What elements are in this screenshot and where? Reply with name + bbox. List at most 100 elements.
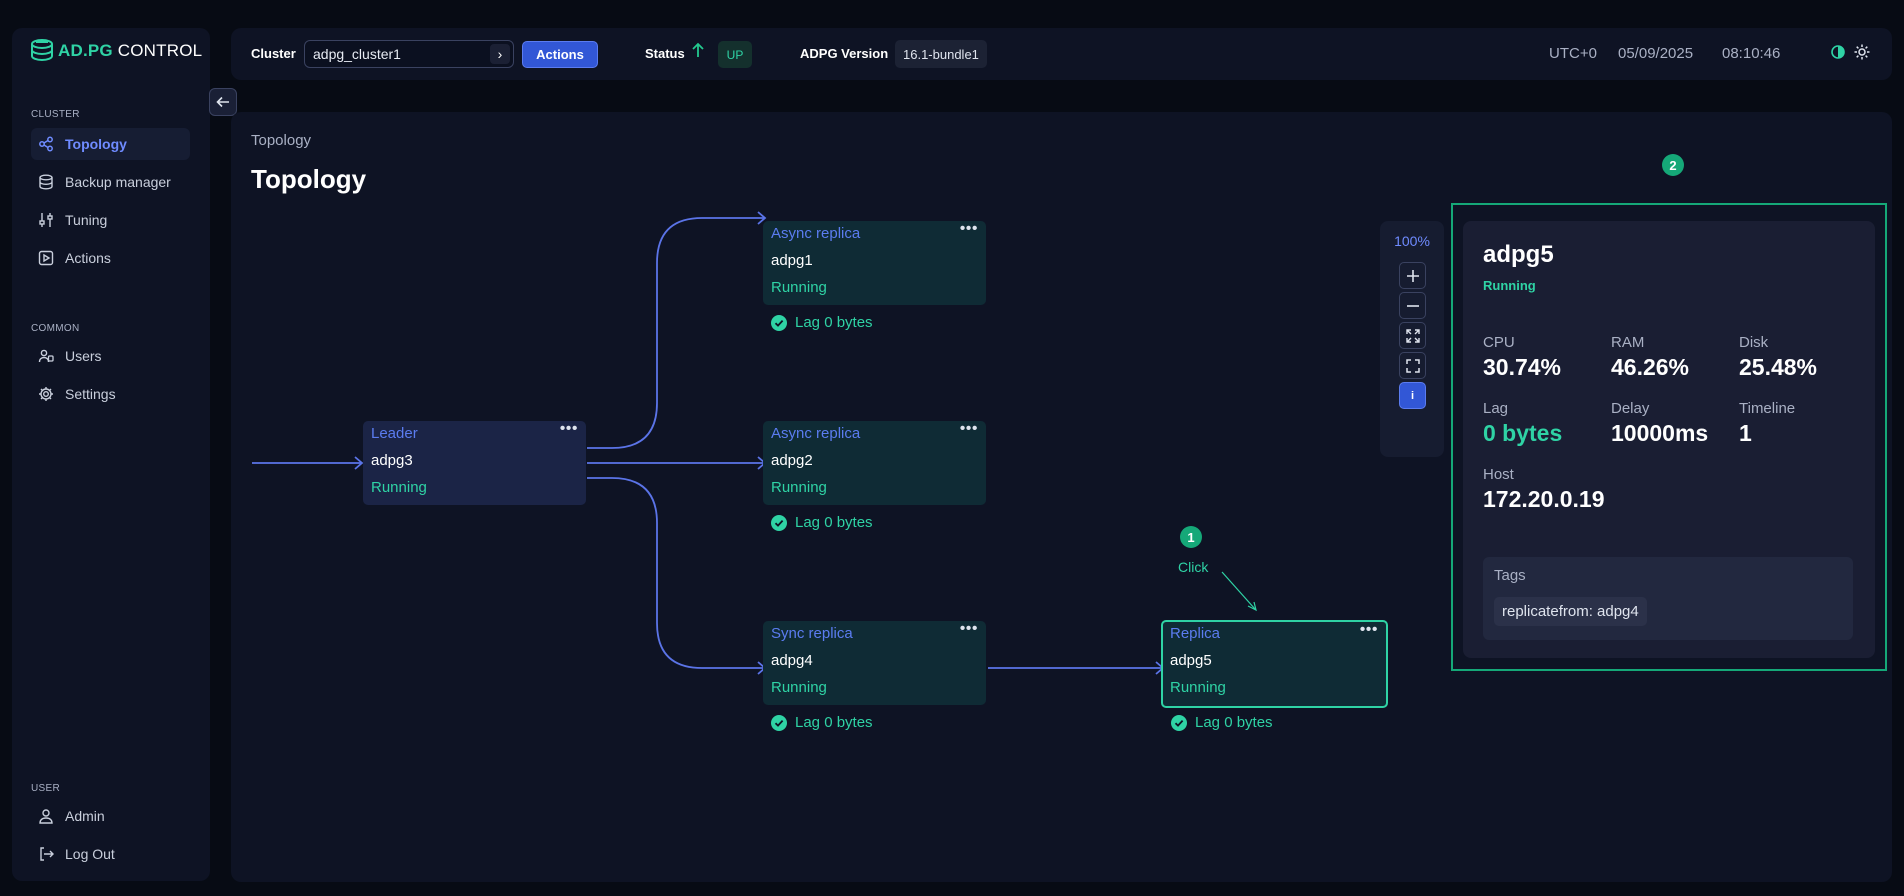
sidebar-item-label: Tuning: [65, 212, 108, 228]
gear-icon: [39, 387, 53, 401]
node-state: Running: [771, 279, 827, 296]
more-menu-icon[interactable]: •••: [959, 220, 978, 237]
fullscreen-button[interactable]: [1399, 352, 1426, 379]
sidebar-item-admin[interactable]: Admin: [31, 800, 190, 832]
sidebar-item-users[interactable]: Users: [31, 340, 190, 372]
version-label: ADPG Version: [800, 46, 889, 61]
expand-arrows-icon: [1405, 328, 1420, 343]
edge-leader-adpg4: [587, 477, 764, 669]
cluster-label: Cluster: [251, 46, 296, 61]
theme-switch[interactable]: [1830, 44, 1870, 60]
metric-value: 25.48%: [1739, 354, 1818, 380]
check-circle-icon: [1171, 714, 1187, 731]
sidebar-item-logout[interactable]: Log Out: [31, 838, 190, 870]
metric-label: Lag: [1483, 400, 1509, 417]
sidebar-item-settings[interactable]: Settings: [31, 378, 190, 410]
sidebar-item-topology[interactable]: Topology: [31, 128, 190, 160]
arrowhead-adpg1: [757, 211, 767, 225]
app-logo[interactable]: AD.PG CONTROL: [30, 38, 202, 64]
breadcrumb[interactable]: Topology: [251, 132, 312, 149]
zoom-in-button[interactable]: [1399, 262, 1426, 289]
sun-icon[interactable]: [1854, 44, 1870, 60]
tags-section: Tags replicatefrom: adpg4: [1483, 557, 1853, 640]
lag-text: Lag 0 bytes: [1195, 714, 1273, 731]
zoom-controls: 100% i: [1380, 221, 1444, 457]
node-name: adpg2: [771, 452, 813, 469]
play-square-icon: [38, 250, 54, 266]
sidebar-item-actions[interactable]: Actions: [31, 242, 190, 274]
sliders-icon: [39, 213, 53, 227]
tags-title: Tags: [1494, 567, 1526, 584]
node-adpg4[interactable]: Sync replica ••• adpg4 Running: [763, 620, 986, 705]
sidebar: AD.PG CONTROL CLUSTER Topology Backup ma…: [12, 28, 237, 881]
sidebar-item-tuning[interactable]: Tuning: [31, 204, 190, 236]
metric-value: 30.74%: [1483, 354, 1562, 380]
node-adpg1[interactable]: Async replica ••• adpg1 Running: [763, 220, 986, 305]
metric-host: Host 172.20.0.19: [1483, 466, 1605, 513]
sidebar-item-backup-manager[interactable]: Backup manager: [31, 166, 190, 198]
arrow-left-icon: [216, 96, 229, 108]
node-name: adpg3: [371, 452, 413, 469]
node-state: Running: [771, 479, 827, 496]
topology-edges: [252, 211, 1257, 675]
lag-text: Lag 0 bytes: [795, 314, 873, 331]
check-circle-icon: [771, 314, 787, 331]
metric-label: RAM: [1611, 334, 1645, 351]
node-state: Running: [1170, 679, 1226, 696]
zoom-level: 100%: [1394, 233, 1430, 249]
check-circle-icon: [771, 514, 787, 531]
metric-label: CPU: [1483, 334, 1515, 351]
check-circle-icon: [771, 714, 787, 731]
more-menu-icon[interactable]: •••: [959, 620, 978, 637]
status-label: Status: [645, 46, 685, 61]
chevron-right-icon: ›: [490, 44, 510, 64]
logo-suffix: CONTROL: [117, 41, 203, 60]
more-menu-icon[interactable]: •••: [559, 420, 578, 437]
zoom-out-button[interactable]: [1399, 292, 1426, 319]
fit-view-button[interactable]: [1399, 322, 1426, 349]
lag-text: Lag 0 bytes: [795, 514, 873, 531]
dark-mode-icon[interactable]: [1830, 44, 1846, 60]
metric-timeline: Timeline 1: [1739, 400, 1795, 447]
step-badge-2: 2: [1662, 154, 1684, 176]
node-name: adpg5: [1170, 652, 1212, 669]
status-badge: UP: [718, 41, 752, 68]
metric-label: Disk: [1739, 334, 1769, 351]
minus-icon: [1406, 304, 1419, 307]
node-leader-adpg3[interactable]: Leader ••• adpg3 Running: [363, 420, 586, 505]
node-state: Running: [771, 679, 827, 696]
sidebar-item-label: Users: [65, 348, 102, 364]
metric-cpu: CPU 30.74%: [1483, 334, 1561, 381]
metric-value: 0 bytes: [1483, 420, 1563, 446]
tag-chip: replicatefrom: adpg4: [1494, 597, 1647, 626]
cluster-select[interactable]: adpg_cluster1 ›: [304, 40, 514, 68]
node-type: Async replica: [771, 225, 861, 242]
version-badge: 16.1-bundle1: [895, 40, 987, 68]
database-logo-icon: [31, 39, 53, 62]
timezone: UTC+0: [1549, 45, 1597, 62]
metric-value: 1: [1739, 420, 1752, 446]
actions-button[interactable]: Actions: [522, 41, 598, 68]
node-state: Running: [371, 479, 427, 496]
users-icon: [38, 349, 54, 363]
arrow-up-icon: [690, 41, 706, 64]
node-adpg2[interactable]: Async replica ••• adpg2 Running: [763, 420, 986, 505]
node-adpg5[interactable]: Replica ••• adpg5 Running: [1161, 620, 1388, 708]
logo-brand: AD.PG: [58, 41, 113, 60]
more-menu-icon[interactable]: •••: [1359, 621, 1378, 638]
more-menu-icon[interactable]: •••: [959, 420, 978, 437]
current-time: 08:10:46: [1722, 45, 1781, 62]
node-detail-card: adpg5 Running CPU 30.74% RAM 46.26% Disk…: [1463, 221, 1875, 658]
sidebar-item-label: Settings: [65, 386, 116, 402]
detail-highlight-frame: [1451, 203, 1887, 671]
section-title-cluster: CLUSTER: [31, 109, 80, 120]
page-title: Topology: [251, 164, 367, 194]
node-type: Leader: [371, 425, 418, 442]
sidebar-item-label: Log Out: [65, 846, 115, 862]
collapse-sidebar-button[interactable]: [209, 88, 237, 116]
topology-icon: [39, 136, 53, 152]
metric-lag: Lag 0 bytes: [1483, 400, 1562, 447]
database-icon: [39, 174, 53, 190]
metric-value: 46.26%: [1611, 354, 1690, 380]
info-button[interactable]: i: [1399, 382, 1426, 409]
